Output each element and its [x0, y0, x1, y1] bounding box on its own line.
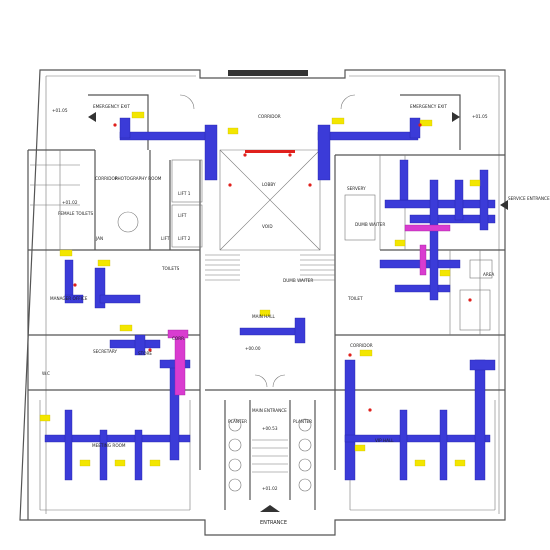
building-walls [19, 69, 506, 536]
label-corridor-right: CORRIDOR [350, 343, 373, 348]
planter-circles-right [298, 418, 312, 492]
label-area: AREA [483, 272, 494, 277]
lift-block-2 [171, 204, 203, 248]
planter-circles-left [228, 418, 242, 492]
label-emergency-exit-left: EMERGENCY EXIT [93, 104, 130, 109]
top-canopy [228, 70, 308, 76]
level-markers: +01.05 +01.05 +01.02 +00.00 +00.53 +01.0… [52, 108, 488, 491]
label-lift4: LIFT [178, 213, 187, 218]
label-female-toilets: FEMALE TOILETS [58, 211, 93, 216]
level-bottom: +01.02 [262, 486, 278, 491]
exit-arrows [88, 112, 508, 512]
label-main-entrance: MAIN ENTRANCE [252, 408, 287, 413]
label-corr: CORR. [172, 336, 185, 341]
label-lift2: LIFT 2 [178, 236, 191, 241]
label-store: STORE [138, 351, 152, 356]
label-service-entrance: SERVICE ENTRANCE [508, 196, 550, 201]
exit-arrow-left-icon [88, 112, 96, 122]
exit-arrow-right-icon [452, 112, 460, 122]
label-servery: SERVERY [347, 186, 366, 191]
label-meeting-room: MEETING ROOM [92, 443, 126, 448]
label-dumb-waiter-center: DUMB WAITER [283, 278, 313, 283]
lift-block-1 [171, 159, 203, 203]
label-emergency-exit-right: EMERGENCY EXIT [410, 104, 447, 109]
label-photography-room: PHOTOGRAPHY ROOM [115, 176, 162, 181]
room-labels: CORRIDOR LOBBY VOID PHOTOGRAPHY ROOM FEM… [42, 104, 550, 526]
label-dumb-waiter-right: DUMB WAITER [355, 222, 385, 227]
stair-right [300, 254, 335, 281]
label-jan: JAN [95, 236, 103, 241]
service-arrow-icon [500, 200, 508, 210]
label-planter-left: PLANTER [228, 419, 247, 424]
diffuser-tags [39, 111, 481, 467]
label-corridor-top: CORRIDOR [258, 114, 281, 119]
label-wc: W.C [42, 371, 50, 376]
level-left-mid: +01.02 [62, 200, 78, 205]
exhaust-ductwork [167, 224, 451, 396]
level-center: +00.00 [245, 346, 261, 351]
label-planter-right: PLANTER [293, 419, 312, 424]
label-void: VOID [262, 224, 273, 229]
label-toilets: TOILETS [161, 266, 180, 271]
entrance-arrow-icon [260, 505, 280, 512]
level-entrance: +00.53 [262, 426, 278, 431]
label-lift1: LIFT 1 [178, 191, 191, 196]
red-markers [73, 123, 472, 412]
label-lift3: LIFT [161, 236, 170, 241]
label-lobby: LOBBY [262, 182, 276, 187]
label-secretary: SECRETARY [93, 349, 118, 354]
level-top-left: +01.05 [52, 108, 68, 113]
label-manager-office: MANAGER OFFICE [50, 296, 88, 301]
label-corridor-left: CORRIDOR [95, 176, 118, 181]
photo-table [117, 211, 139, 233]
label-main-hall: MAIN HALL [252, 314, 276, 319]
stair-left [205, 254, 240, 281]
label-vip-hall: VIP HALL [375, 438, 394, 443]
level-top-right: +01.05 [472, 114, 488, 119]
label-toilet-right: TOILET [347, 296, 363, 301]
label-entrance: ENTRANCE [260, 520, 287, 526]
